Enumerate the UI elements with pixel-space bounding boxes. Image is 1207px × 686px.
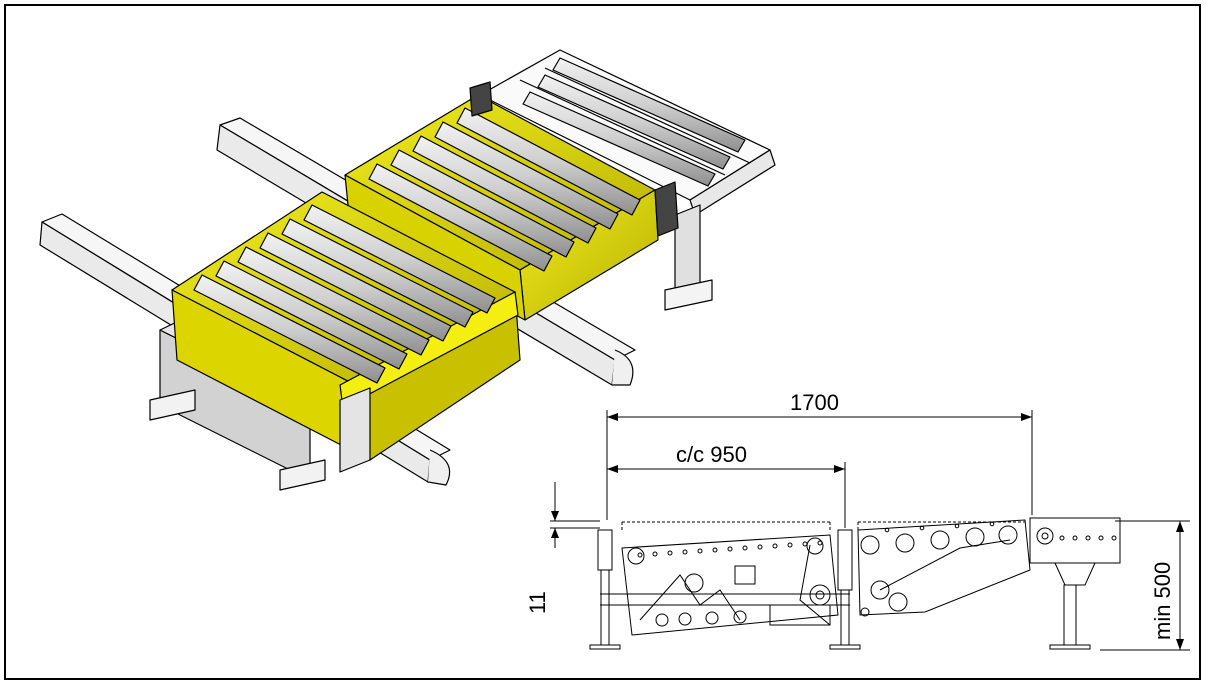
outfeed-head [1029,517,1121,650]
outfeed-rollers [522,57,746,187]
dim-overall-length: 1700 [790,390,839,415]
lift-section-right [857,519,1031,616]
outfeed-leg [664,204,713,311]
right-body-holes [884,521,995,533]
lift-section-left [621,534,839,636]
side-view [589,517,1121,650]
dimension-lines [550,410,1190,651]
lift-rollers-front [193,204,496,384]
isometric-view [39,49,776,491]
dim-center-distance: c/c 950 [676,442,747,467]
cylinder [769,604,831,626]
left-body-holes [637,540,823,558]
lift-rollers-back [368,107,641,272]
dim-offset: 11 [525,591,550,614]
motor-box [734,565,756,585]
left-post [589,529,850,650]
middle-post [829,529,861,650]
drive-box [339,387,371,473]
end-plates [469,81,679,237]
dim-min-height: min 500 [1150,562,1175,640]
roller-outline [621,521,1025,530]
right-body-sprockets [860,525,1018,617]
